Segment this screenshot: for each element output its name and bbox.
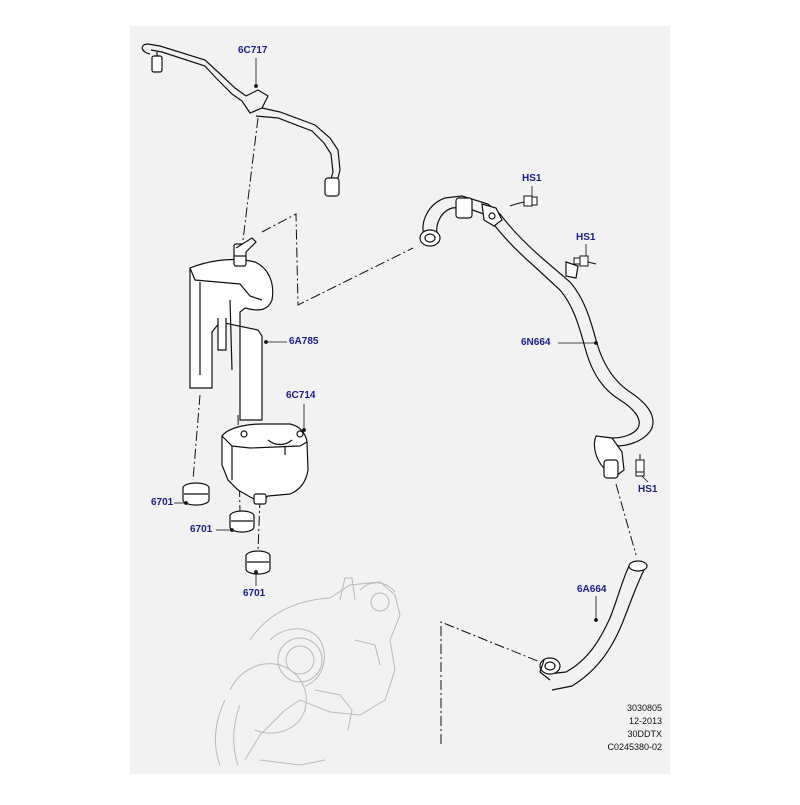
label-6a785: 6A785 — [289, 336, 319, 347]
ref-line-1: 3030805 — [626, 703, 662, 713]
bolt-hs1-right — [635, 454, 645, 477]
ref-line-2: 12-2013 — [628, 716, 662, 726]
label-hs1-top: HS1 — [522, 173, 542, 184]
housing-6c714 — [221, 423, 309, 505]
pipe-6n664 — [419, 195, 654, 479]
reference-block: 3030805 12-2013 30DDTX C0245380-02 — [607, 702, 662, 754]
separator-6a785 — [189, 237, 274, 421]
seal-6701-bottom — [245, 550, 271, 575]
seal-6701-left — [182, 482, 210, 506]
label-6n664: 6N664 — [521, 337, 551, 348]
ref-line-4: C0245380-02 — [607, 742, 662, 752]
hose-6a664 — [539, 560, 648, 691]
leader-lines — [192, 117, 637, 744]
label-leaders — [174, 58, 649, 622]
label-hs1-right: HS1 — [638, 484, 658, 495]
diagram-background — [130, 26, 670, 774]
label-6c714: 6C714 — [286, 390, 316, 401]
seal-6701-mid — [229, 510, 255, 533]
label-6701-bottom: 6701 — [243, 588, 266, 599]
ref-line-3: 30DDTX — [627, 729, 662, 739]
bolt-hs1-mid — [573, 255, 597, 267]
label-6701-left: 6701 — [151, 497, 174, 508]
bolt-hs1-top — [509, 195, 538, 207]
label-6c717: 6C717 — [238, 45, 268, 56]
turbocharger-outline — [215, 577, 401, 766]
label-6a664: 6A664 — [577, 584, 607, 595]
label-6701-mid: 6701 — [190, 524, 213, 535]
label-hs1-mid: HS1 — [576, 232, 596, 243]
breather-tube-6c717 — [141, 43, 341, 197]
